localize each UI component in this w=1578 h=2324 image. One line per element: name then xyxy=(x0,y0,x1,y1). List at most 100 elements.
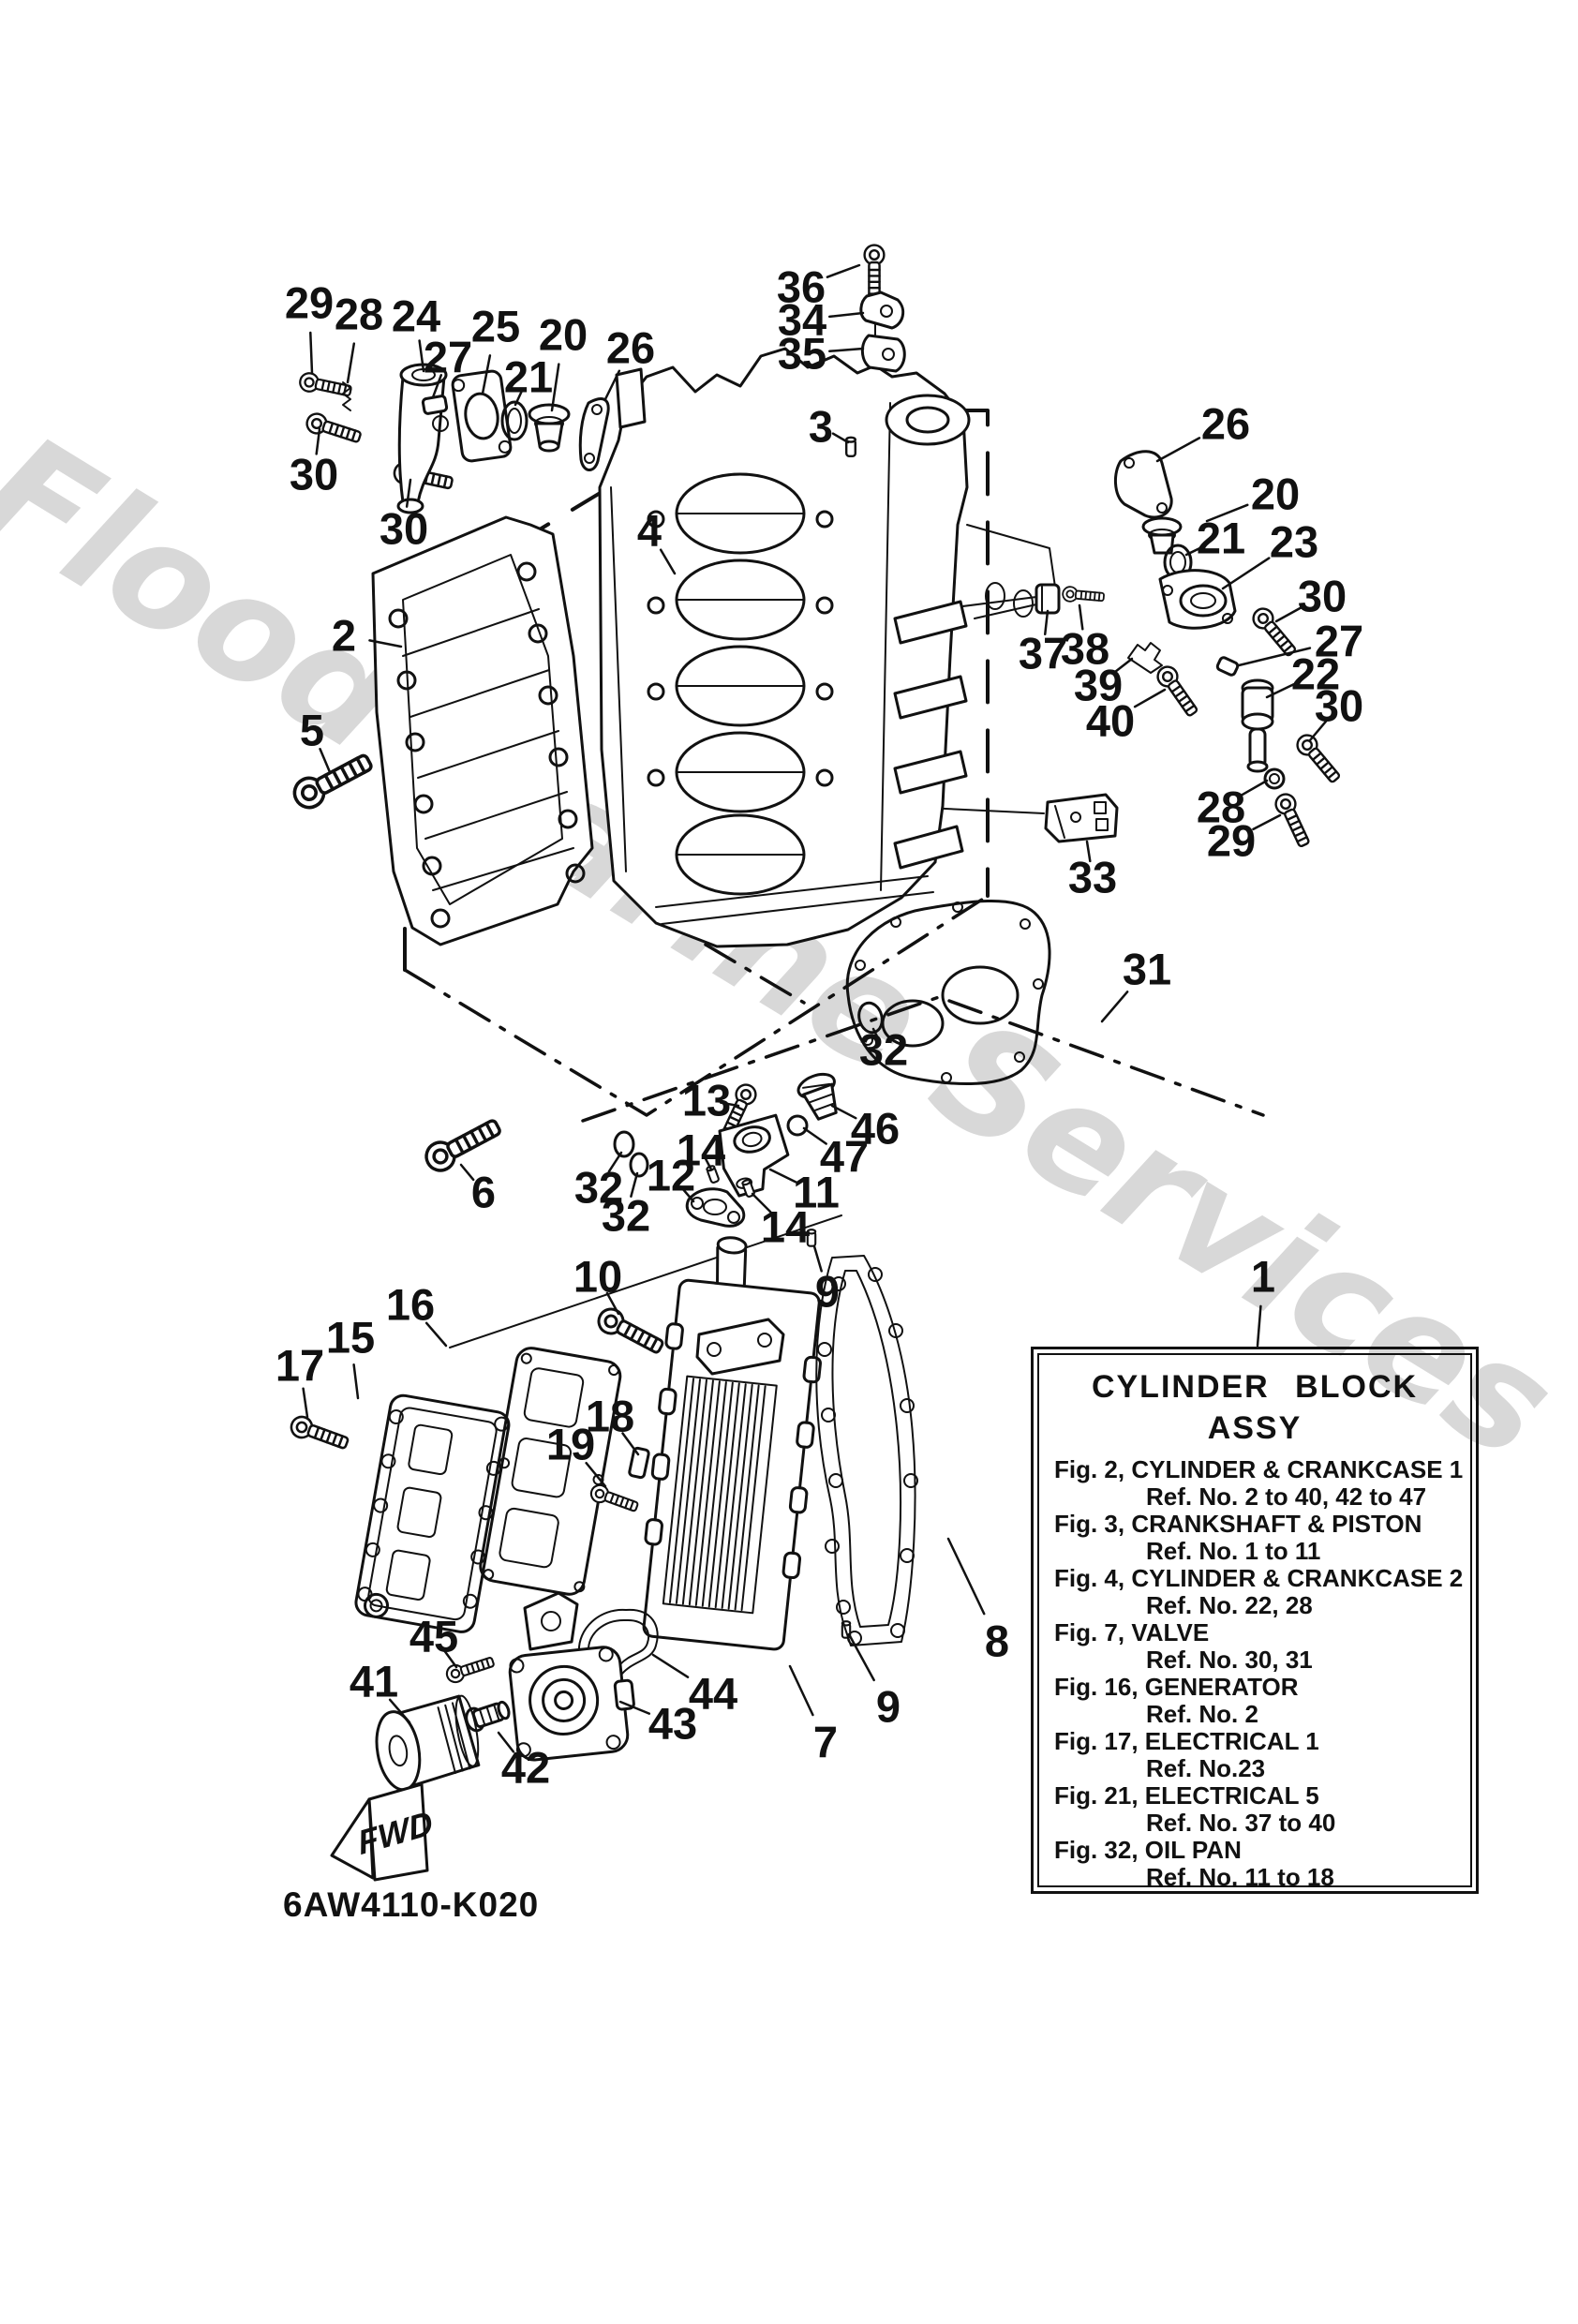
callout-label: 5 xyxy=(300,706,324,755)
callout-label: 38 xyxy=(1061,624,1109,674)
callout-leader xyxy=(828,347,865,352)
cooler-fins xyxy=(668,1378,767,1612)
callout-leader xyxy=(1044,609,1050,635)
callout-label: 3 xyxy=(809,402,833,452)
bolt-30d xyxy=(1292,730,1346,787)
valve-housing-11 xyxy=(718,1113,790,1198)
callout-label: 40 xyxy=(1086,696,1135,746)
callout-label: 17 xyxy=(275,1341,324,1391)
callout-leader xyxy=(812,1244,823,1273)
callout-leader xyxy=(768,1168,797,1184)
callout-label: 32 xyxy=(574,1163,623,1213)
callout-label: 21 xyxy=(504,352,553,402)
callout-leader xyxy=(751,1192,772,1214)
callout-leader xyxy=(603,369,621,401)
bolt-30a xyxy=(303,410,365,448)
callout-label: 15 xyxy=(326,1313,375,1363)
callout-leader xyxy=(302,1387,309,1419)
callout-label: 16 xyxy=(386,1280,435,1330)
gasket-16 xyxy=(479,1347,622,1596)
callout-label: 34 xyxy=(778,295,826,345)
callout-leader xyxy=(618,1700,651,1715)
callout-leader xyxy=(514,388,524,407)
callout-leader xyxy=(847,1632,875,1682)
mount-37 xyxy=(1035,583,1061,615)
callout-leader xyxy=(550,363,560,412)
cover-25 xyxy=(451,369,513,463)
legend-entry-fig: Fig. 2, CYLINDER & CRANKCASE 1 xyxy=(1054,1455,1464,1483)
callout-label: 20 xyxy=(539,310,588,360)
legend-box: CYLINDER BLOCK ASSY Fig. 2, CYLINDER & C… xyxy=(1031,1347,1479,1894)
callout-leader xyxy=(481,354,492,395)
callout-leader xyxy=(585,1462,607,1488)
o-ring-32c xyxy=(629,1152,649,1178)
legend-entry: Fig. 17, ELECTRICAL 1 Ref. No.23 xyxy=(1039,1728,1470,1782)
thermostat-20 xyxy=(528,403,571,453)
callout-leader xyxy=(1237,647,1312,667)
callout-leader xyxy=(607,1151,623,1173)
callout-leader xyxy=(309,331,314,375)
callout-leader xyxy=(720,1101,740,1108)
cylinder-block xyxy=(598,347,1058,948)
callout-label: 9 xyxy=(815,1267,840,1317)
legend-entry-ref: Ref. No. 37 to 40 xyxy=(1146,1809,1336,1837)
callout-leader xyxy=(826,263,861,278)
ball-47 xyxy=(786,1114,809,1137)
callout-label: 44 xyxy=(689,1669,737,1719)
dashdot-box-bottom xyxy=(403,894,990,1117)
callout-label: 26 xyxy=(606,323,655,373)
callout-label: 19 xyxy=(546,1420,595,1469)
callout-label: 29 xyxy=(285,278,334,328)
nut-28b xyxy=(1263,767,1286,790)
callout-leader xyxy=(1155,437,1201,463)
bolt-10 xyxy=(592,1303,668,1361)
callout-leader xyxy=(651,1653,690,1678)
oil-filter-41 xyxy=(375,1694,481,1792)
callout-label: 27 xyxy=(424,333,472,382)
cooler-plate-7 xyxy=(642,1236,822,1651)
callout-leader xyxy=(1240,779,1269,797)
legend-entry-fig: Fig. 16, GENERATOR xyxy=(1054,1673,1299,1701)
callout-leader xyxy=(1221,557,1271,590)
plug-46 xyxy=(796,1072,838,1121)
plate-bracket xyxy=(695,1318,785,1376)
crankcase-half xyxy=(371,515,594,946)
callout-leader xyxy=(679,1185,695,1203)
callout-label: 6 xyxy=(471,1168,496,1217)
callout-label: 11 xyxy=(793,1168,840,1217)
o-ring-21 xyxy=(500,400,528,441)
gasket-12 xyxy=(685,1187,746,1228)
gasket-31 xyxy=(845,900,1051,1085)
legend-title: CYLINDER BLOCK xyxy=(1091,1369,1419,1405)
callout-label: 39 xyxy=(1074,661,1123,710)
callout-leader xyxy=(828,311,865,319)
legend-entry-fig: Fig. 7, VALVE xyxy=(1054,1618,1210,1646)
legend-entry: Fig. 21, ELECTRICAL 5 Ref. No. 37 to 40 xyxy=(1039,1782,1470,1837)
side-cover-15 xyxy=(354,1393,511,1633)
callout-leader xyxy=(802,1126,827,1145)
callout-leader xyxy=(871,1027,881,1042)
callout-label: 36 xyxy=(777,262,826,312)
callout-label: 27 xyxy=(1315,617,1363,666)
callout-label: 41 xyxy=(350,1657,398,1706)
fitting-42 xyxy=(465,1700,511,1733)
legend-entry: Fig. 32, OIL PAN Ref. No. 11 to 18 xyxy=(1039,1837,1470,1891)
callout-leader xyxy=(788,1664,814,1717)
callout-label: 9 xyxy=(876,1682,901,1732)
callout-label: 14 xyxy=(761,1202,810,1252)
callout-leader xyxy=(1256,1304,1262,1348)
callout-leader xyxy=(319,748,332,774)
fitting-27b xyxy=(1215,656,1240,677)
callout-leader xyxy=(1100,991,1129,1023)
callout-label: 2 xyxy=(332,611,356,661)
fitting-27 xyxy=(421,395,449,415)
callout-label: 12 xyxy=(647,1151,695,1200)
callout-leader xyxy=(630,1171,639,1198)
callout-leader xyxy=(424,1321,448,1348)
legend-entry-ref: Ref. No. 11 to 18 xyxy=(1146,1863,1334,1891)
callout-leader xyxy=(1265,683,1295,699)
legend-entry: Fig. 7, VALVE Ref. No. 30, 31 xyxy=(1039,1619,1470,1674)
thermostat-cluster-right xyxy=(1035,450,1346,851)
